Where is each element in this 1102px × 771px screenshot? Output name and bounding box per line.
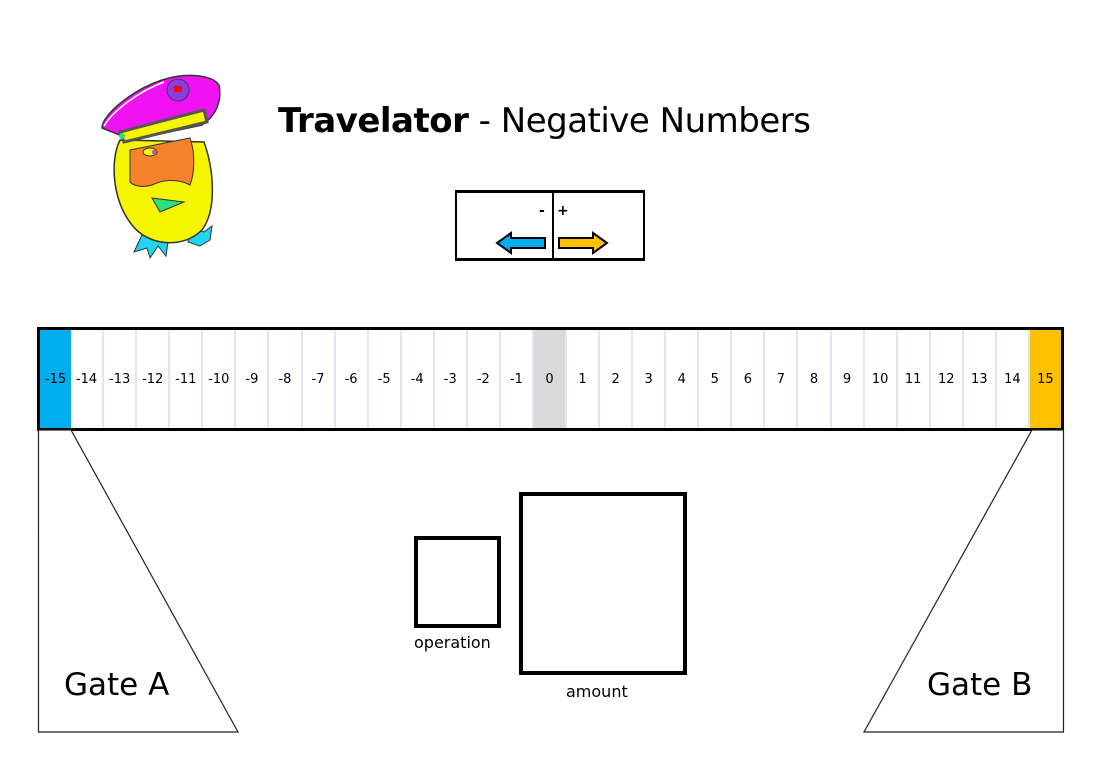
right-arrow-icon (558, 231, 609, 255)
track-cell-neg5[interactable]: -5 (368, 330, 402, 428)
track-cell-neg4[interactable]: -4 (401, 330, 435, 428)
title-subtitle: - Negative Numbers (468, 101, 811, 141)
track-cell-neg13[interactable]: -13 (104, 330, 138, 428)
track-cell-neg7[interactable]: -7 (302, 330, 336, 428)
track-cell-15[interactable]: 15 (1029, 330, 1061, 428)
title-app-name: Travelator (278, 101, 469, 141)
track-cell-neg8[interactable]: -8 (269, 330, 303, 428)
page-title: Travelator - Negative Numbers (278, 101, 811, 141)
track-cell-1[interactable]: 1 (567, 330, 601, 428)
operation-label: operation (414, 633, 491, 652)
track-cell-10[interactable]: 10 (864, 330, 898, 428)
track-cell-neg15[interactable]: -15 (40, 330, 72, 428)
track-cell-9[interactable]: 9 (831, 330, 865, 428)
operation-drop-slot[interactable] (414, 536, 501, 628)
track-cell-4[interactable]: 4 (666, 330, 700, 428)
minus-sign: - (539, 203, 545, 219)
track-cell-neg12[interactable]: -12 (137, 330, 171, 428)
track-cell-7[interactable]: 7 (765, 330, 799, 428)
track-cell-neg14[interactable]: -14 (71, 330, 105, 428)
track-cell-13[interactable]: 13 (963, 330, 997, 428)
left-arrow-icon (495, 231, 546, 255)
track-cell-neg2[interactable]: -2 (467, 330, 501, 428)
gate-b-label: Gate B (927, 667, 1033, 703)
number-track: -15 -14 -13 -12 -11 -10 -9 -8 -7 -6 -5 -… (37, 327, 1064, 431)
gate-a-shape (37, 429, 240, 733)
track-cell-neg3[interactable]: -3 (434, 330, 468, 428)
track-cell-neg6[interactable]: -6 (335, 330, 369, 428)
track-cell-neg9[interactable]: -9 (236, 330, 270, 428)
track-cell-neg11[interactable]: -11 (170, 330, 204, 428)
gate-b-shape (862, 429, 1065, 733)
track-cell-5[interactable]: 5 (699, 330, 733, 428)
direction-legend: - + (455, 190, 645, 261)
track-cell-3[interactable]: 3 (633, 330, 667, 428)
track-cell-2[interactable]: 2 (600, 330, 634, 428)
track-cell-0[interactable]: 0 (533, 330, 567, 428)
duck-captain-mascot-icon (101, 74, 221, 260)
legend-divider (552, 193, 554, 258)
track-cell-14[interactable]: 14 (996, 330, 1030, 428)
plus-sign: + (557, 203, 569, 219)
track-cell-6[interactable]: 6 (732, 330, 766, 428)
track-cell-neg10[interactable]: -10 (203, 330, 237, 428)
gate-a-label: Gate A (64, 667, 170, 703)
amount-label: amount (566, 682, 628, 701)
track-cell-neg1[interactable]: -1 (500, 330, 534, 428)
track-cell-8[interactable]: 8 (798, 330, 832, 428)
track-cell-11[interactable]: 11 (897, 330, 931, 428)
amount-drop-slot[interactable] (519, 492, 687, 675)
track-cell-12[interactable]: 12 (930, 330, 964, 428)
